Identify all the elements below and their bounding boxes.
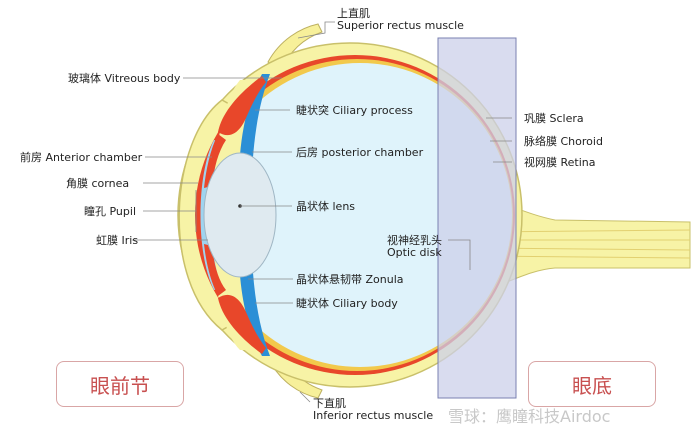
inferior-rectus-label-zh: 下直肌 <box>313 397 346 410</box>
iris-top <box>204 134 226 188</box>
iris-bottom <box>204 244 226 296</box>
retina-label: 视网膜 Retina <box>524 156 596 169</box>
superior-rectus-label-en: Superior rectus muscle <box>337 19 464 32</box>
anterior-chamber-label: 前房 Anterior chamber <box>20 151 143 164</box>
iris-label: 虹膜 Iris <box>96 234 139 247</box>
anterior-segment-box: 眼前节 <box>56 361 184 407</box>
ciliary-body-bottom <box>218 294 266 354</box>
vitreous-label: 玻璃体 Vitreous body <box>68 72 181 85</box>
choroid-label: 脉络膜 Choroid <box>524 135 603 148</box>
ciliary-body-label: 睫状体 Ciliary body <box>296 297 398 310</box>
vitreous-body <box>208 63 512 367</box>
optic-disk-label-en: Optic disk <box>387 246 442 259</box>
posterior-chamber-label: 后房 posterior chamber <box>296 146 424 159</box>
ciliary-process-label: 睫状突 Ciliary process <box>296 104 413 117</box>
lens <box>203 152 277 278</box>
superior-rectus-label-zh: 上直肌 <box>337 7 370 20</box>
posterior-chamber <box>238 74 270 356</box>
inferior-rectus-label-en: Inferior rectus muscle <box>313 409 434 422</box>
optic-disk-label-zh: 视神经乳头 <box>387 234 442 247</box>
ciliary-body-top <box>218 76 266 136</box>
lens-label: 晶状体 lens <box>296 200 356 213</box>
zonula-label: 晶状体悬韧带 Zonula <box>296 273 404 286</box>
pupil-label: 瞳孔 Pupil <box>84 205 137 218</box>
fundus-region <box>437 37 517 399</box>
fundus-box: 眼底 <box>528 361 656 407</box>
leader-lines <box>132 21 512 403</box>
sclera-label: 巩膜 Sclera <box>524 112 584 125</box>
watermark: 雪球：鹰瞳科技Airdoc <box>448 407 611 426</box>
optic-nerve-fibers <box>487 229 691 259</box>
cornea-label: 角膜 cornea <box>66 177 130 190</box>
